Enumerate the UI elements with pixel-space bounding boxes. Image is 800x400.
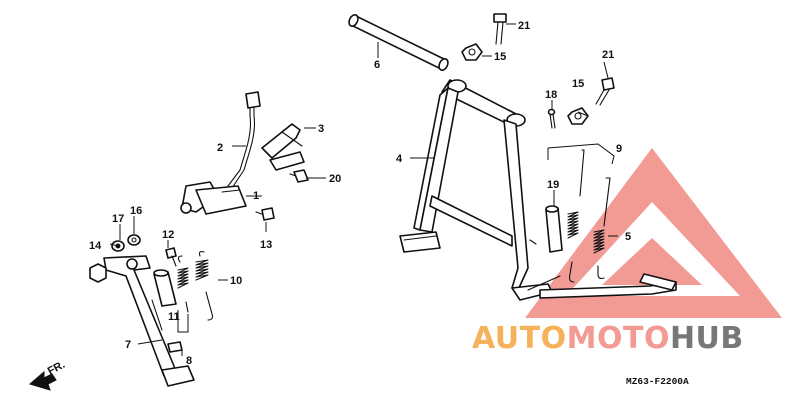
callout-5: 5 <box>625 231 631 243</box>
watermark-word-moto: MOTO <box>567 321 670 356</box>
pivot-shaft-part <box>348 14 449 71</box>
callout-2: 2 <box>217 142 223 154</box>
callout-8: 8 <box>186 355 192 367</box>
bolt-21-right <box>595 77 615 106</box>
pin-12 <box>165 247 177 267</box>
watermark-triangle <box>525 148 782 318</box>
callout-7: 7 <box>125 339 131 351</box>
callout-15-top: 15 <box>494 51 506 63</box>
side-stand-switch-wire <box>227 91 261 189</box>
screw-13 <box>255 207 275 221</box>
side-stand-switch-part <box>180 181 247 215</box>
callout-21-top: 21 <box>518 20 530 32</box>
spring-11 <box>177 255 189 313</box>
callout-4: 4 <box>396 153 403 165</box>
diagram-code: MZ63-F2200A <box>626 376 689 387</box>
callout-9: 9 <box>616 143 622 155</box>
spring-10 <box>195 250 214 321</box>
front-direction-arrow <box>28 370 57 391</box>
callout-3: 3 <box>318 123 324 135</box>
callout-15-right: 15 <box>572 78 584 90</box>
watermark-text: AUTOMOTOHUB <box>472 321 744 356</box>
callout-10: 10 <box>230 275 242 287</box>
callout-16: 16 <box>130 205 142 217</box>
callout-12: 12 <box>162 229 174 241</box>
nut-15-right <box>567 107 589 125</box>
side-stand-part <box>103 255 195 387</box>
spring-8-pin <box>167 341 183 353</box>
callout-20: 20 <box>329 173 341 185</box>
watermark-word-auto: AUTO <box>472 321 567 356</box>
callout-18: 18 <box>545 89 557 101</box>
callout-17: 17 <box>112 213 124 225</box>
leader-lines <box>109 23 618 356</box>
watermark-word-hub: HUB <box>670 321 744 356</box>
screw-20 <box>289 169 309 183</box>
center-stand-springs <box>545 143 615 283</box>
side-stand-collar <box>153 269 177 307</box>
callout-6: 6 <box>374 59 380 71</box>
nut-14 <box>89 263 107 283</box>
callout-14: 14 <box>89 240 102 252</box>
washer-16 <box>127 234 141 246</box>
cotter-pin-part <box>547 108 556 129</box>
callout-19: 19 <box>547 179 559 191</box>
nut-15-top <box>461 43 483 61</box>
main-stand-part <box>399 79 677 301</box>
callout-11: 11 <box>168 311 180 323</box>
front-direction-label: FR. <box>46 359 67 378</box>
callout-13: 13 <box>260 239 272 251</box>
callout-21-right: 21 <box>602 49 614 61</box>
bolt-21-top <box>493 13 507 45</box>
wire-clamp-part <box>261 123 305 171</box>
callout-1: 1 <box>253 190 259 202</box>
